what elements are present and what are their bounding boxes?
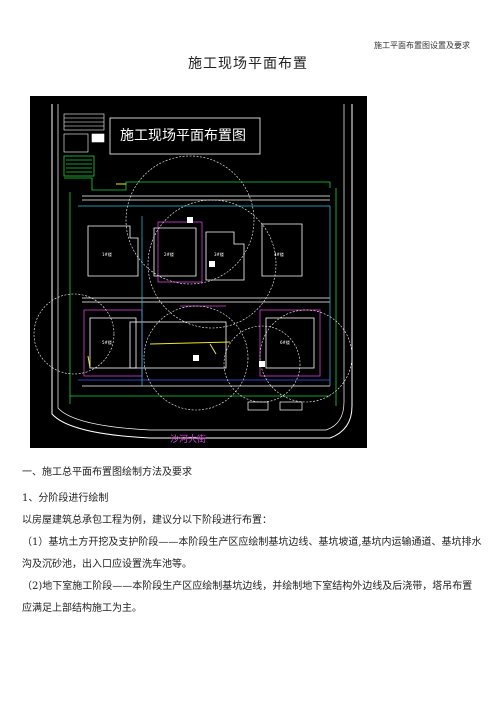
item-1-paragraph: （1）基坑土方开挖及支护阶段——本阶段生产区应绘制基坑边线、基坑坡道,基坑内运输… bbox=[22, 537, 482, 570]
site-boundary bbox=[51, 104, 353, 439]
lower-buildings bbox=[89, 317, 315, 369]
site-plan-drawing: 施工现场平面布置图 1#楼 2#楼 3#楼 4#楼 bbox=[30, 96, 367, 448]
utility-lines bbox=[78, 205, 331, 386]
crane-centers bbox=[187, 217, 265, 367]
site-gate bbox=[247, 401, 303, 411]
upper-buildings bbox=[87, 223, 303, 281]
title-box bbox=[109, 117, 261, 155]
site-boundary-inner bbox=[57, 104, 345, 431]
page-title: 施工现场平面布置 bbox=[188, 56, 308, 72]
svg-text:3#楼: 3#楼 bbox=[214, 251, 224, 257]
magenta-outlines bbox=[83, 221, 321, 377]
office-block bbox=[63, 113, 105, 153]
site-plan-svg: 施工现场平面布置图 1#楼 2#楼 3#楼 4#楼 bbox=[33, 104, 353, 445]
green-yard bbox=[63, 155, 337, 406]
road-label: 沙河大街 bbox=[170, 433, 206, 445]
svg-text:5#楼: 5#楼 bbox=[102, 339, 112, 345]
svg-text:4#楼: 4#楼 bbox=[274, 251, 284, 257]
crane-radius-circles bbox=[33, 155, 353, 411]
svg-text:6#楼: 6#楼 bbox=[280, 339, 290, 345]
item-2-paragraph: （2)地下室施工阶段——本阶段生产区应绘制基坑边线，并绘制地下室结构外边线及后浇… bbox=[22, 581, 473, 614]
intro-paragraph: 以房屋建筑总承包工程为例，建议分以下阶段进行布置： bbox=[22, 515, 272, 526]
section-subheading: 1、分阶段进行绘制 bbox=[22, 493, 109, 504]
section-heading: 一、施工总平面布置图绘制方法及要求 bbox=[22, 467, 192, 478]
body-text: 一、施工总平面布置图绘制方法及要求 1、分阶段进行绘制 以房屋建筑总承包工程为例… bbox=[22, 462, 482, 620]
svg-text:2#楼: 2#楼 bbox=[164, 251, 174, 257]
drawing-title: 施工现场平面布置图 bbox=[120, 128, 246, 144]
site-roads bbox=[82, 195, 330, 387]
yellow-lines bbox=[87, 183, 231, 369]
lower-building-labels: 5#楼 6#楼 bbox=[102, 339, 290, 345]
upper-building-labels: 1#楼 2#楼 3#楼 4#楼 bbox=[102, 251, 284, 257]
svg-text:1#楼: 1#楼 bbox=[102, 251, 112, 257]
running-head: 施工平面布置图设置及要求 bbox=[374, 41, 470, 50]
